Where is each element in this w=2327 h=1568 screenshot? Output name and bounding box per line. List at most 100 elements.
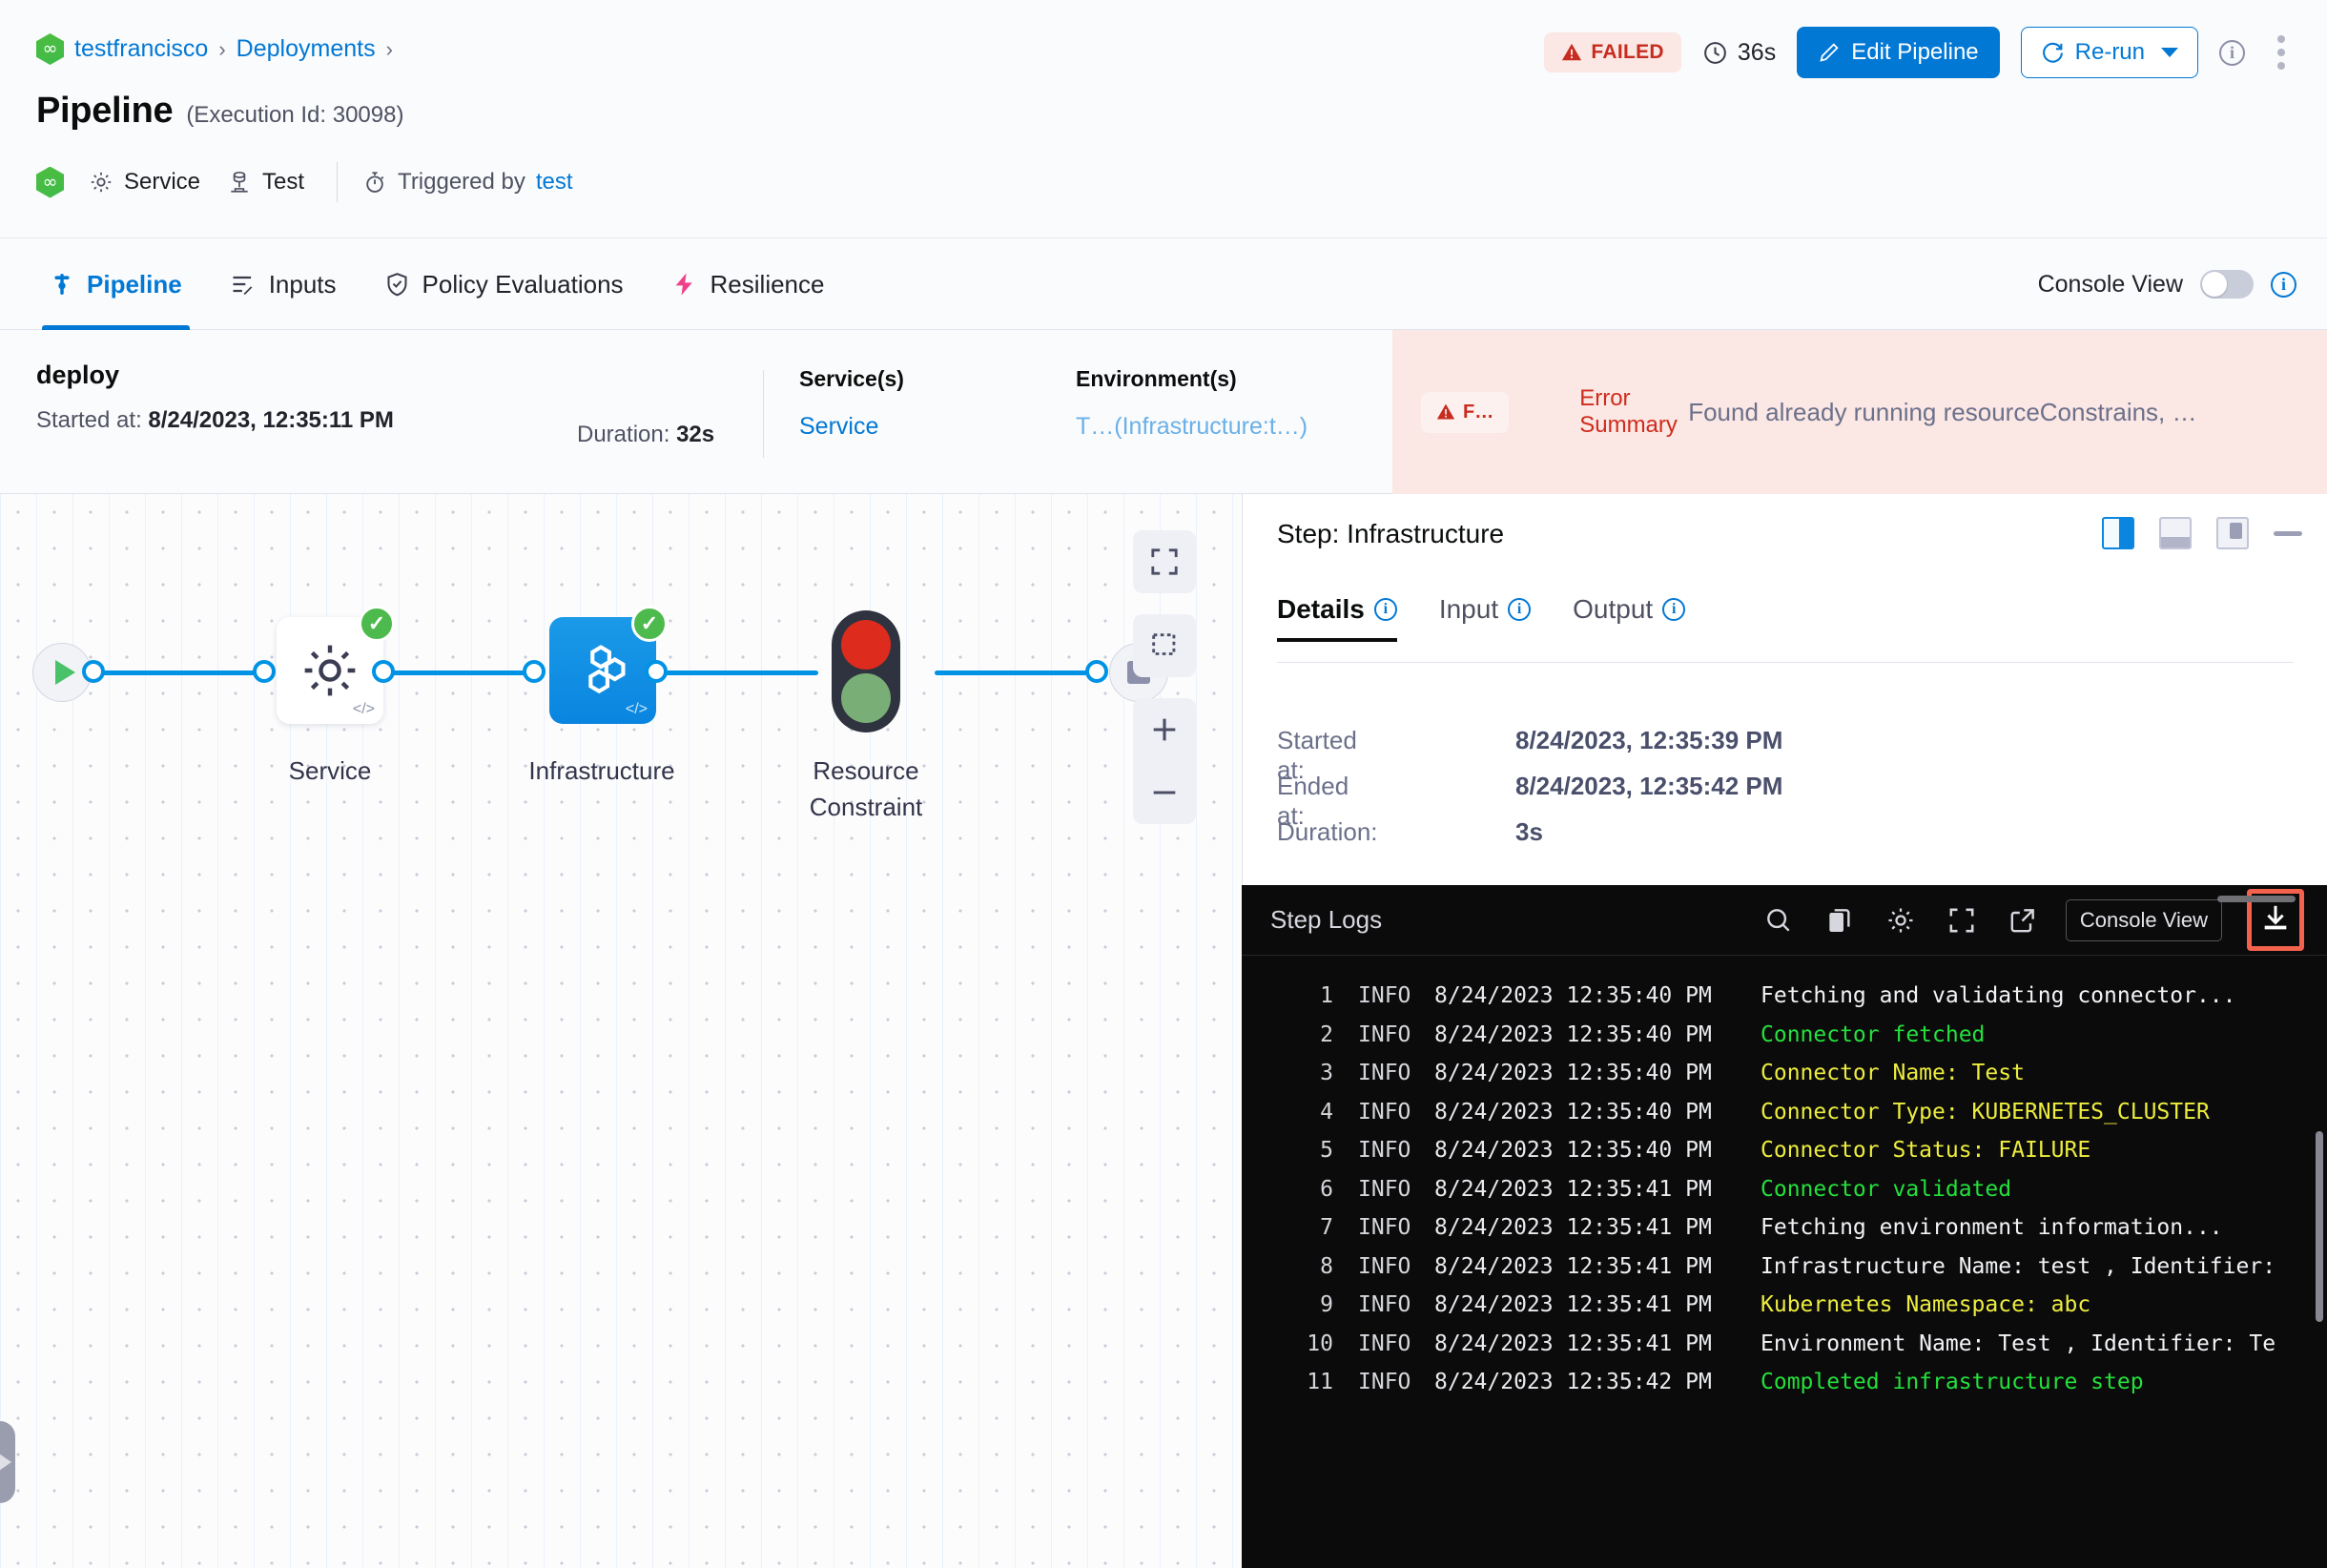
tab-policy-evaluations-label: Policy Evaluations xyxy=(422,269,624,299)
zoom-in-icon xyxy=(1153,718,1176,741)
log-line-message: Fetching environment information... xyxy=(1761,1215,2223,1240)
tab-pipeline[interactable]: Pipeline xyxy=(42,238,190,330)
input-info-icon[interactable]: i xyxy=(1508,598,1532,621)
panel-bottom-icon[interactable] xyxy=(2159,517,2192,549)
pipeline-canvas[interactable]: </> ✓ Service </> ✓ Infrastructure Resou… xyxy=(0,494,1242,1568)
stopwatch-icon xyxy=(366,172,384,193)
gear-icon xyxy=(304,645,356,696)
log-line: 9 INFO 8/24/2023 12:35:41 PM Kubernetes … xyxy=(1242,1286,2327,1325)
inputs-icon xyxy=(233,276,253,296)
console-view-info-icon[interactable]: i xyxy=(2271,271,2296,298)
stage-left: deploy Started at: 8/24/2023, 12:35:11 P… xyxy=(36,330,394,494)
log-line: 10 INFO 8/24/2023 12:35:41 PM Environmen… xyxy=(1242,1325,2327,1364)
meta-trigger: Triggered by test xyxy=(362,169,573,196)
log-line-timestamp: 8/24/2023 12:35:41 PM xyxy=(1434,1215,1712,1240)
more-options-icon[interactable] xyxy=(2266,28,2296,77)
error-summary-message: Found already running resourceConstrains… xyxy=(1688,397,2197,426)
log-line-level: INFO xyxy=(1358,1061,1411,1085)
breadcrumb-item-deployments[interactable]: Deployments xyxy=(236,35,376,62)
log-fullscreen-button[interactable] xyxy=(1944,902,1980,939)
execution-duration-value: 36s xyxy=(1737,38,1777,66)
chevron-right-icon: › xyxy=(218,36,226,61)
log-line-timestamp: 8/24/2023 12:35:41 PM xyxy=(1434,1176,1712,1202)
step-tab-input-label: Input xyxy=(1438,594,1499,624)
log-line: 11 INFO 8/24/2023 12:35:42 PM Completed … xyxy=(1242,1363,2327,1402)
zoom-in-button[interactable] xyxy=(1133,698,1196,761)
panel-right-icon[interactable] xyxy=(2102,517,2134,549)
traffic-light-red-icon xyxy=(841,620,891,670)
download-logs-button[interactable] xyxy=(2217,889,2304,951)
graph-node-infrastructure[interactable]: </> ✓ xyxy=(549,606,668,724)
log-line-timestamp: 8/24/2023 12:35:41 PM xyxy=(1434,1253,1712,1279)
log-line-level: INFO xyxy=(1358,983,1411,1008)
gear-icon xyxy=(1888,907,1913,933)
port-start-out xyxy=(82,660,105,683)
console-view-toggle-group: Console View i xyxy=(2038,238,2296,330)
breadcrumb-item-account[interactable]: testfrancisco xyxy=(74,35,209,62)
log-line-number: 10 xyxy=(1307,1331,1333,1356)
fit-screen-button[interactable] xyxy=(1133,530,1196,593)
environment-icon xyxy=(231,171,248,193)
panel-float-icon[interactable] xyxy=(2216,517,2249,549)
refresh-icon xyxy=(2042,42,2063,63)
environments-value[interactable]: T…(Infrastructure:t…) xyxy=(1076,413,1308,440)
collapse-left-panel-handle[interactable] xyxy=(0,1421,15,1503)
stage-environments-col: Environment(s) T…(Infrastructure:t…) xyxy=(1076,366,1308,441)
triggered-by-label: Triggered by xyxy=(398,169,525,195)
tab-inputs[interactable]: Inputs xyxy=(230,238,337,330)
step-logs-panel: Step Logs Console View xyxy=(1242,885,2327,1568)
log-lines-container[interactable]: 1 INFO 8/24/2023 12:35:40 PM Fetching an… xyxy=(1242,961,2327,1568)
log-open-external-button[interactable] xyxy=(2005,902,2041,939)
selection-box-button[interactable] xyxy=(1133,614,1196,677)
rerun-label: Re-run xyxy=(2074,39,2145,65)
log-scrollbar[interactable] xyxy=(2316,1131,2323,1322)
log-copy-button[interactable] xyxy=(1822,902,1858,939)
step-tab-output[interactable]: Output i xyxy=(1573,594,1686,642)
gear-icon xyxy=(91,172,112,193)
stage-name: deploy xyxy=(36,361,120,389)
log-line-level: INFO xyxy=(1358,1099,1411,1124)
graph-node-resource-constraint[interactable] xyxy=(832,610,900,732)
code-badge-icon: </> xyxy=(625,701,648,717)
tab-resilience-label: Resilience xyxy=(710,269,825,299)
zoom-out-button[interactable] xyxy=(1133,761,1196,824)
log-line-number: 6 xyxy=(1320,1176,1333,1202)
log-line-message: Connector validated xyxy=(1761,1176,2012,1202)
port-service-out xyxy=(372,660,395,683)
step-tab-input[interactable]: Input i xyxy=(1438,594,1532,642)
output-info-icon[interactable]: i xyxy=(1662,598,1686,621)
tab-resilience[interactable]: Resilience xyxy=(671,238,825,330)
log-line-message: Completed infrastructure step xyxy=(1761,1370,2144,1394)
step-tab-details[interactable]: Details i xyxy=(1277,594,1397,642)
triggered-by-user[interactable]: test xyxy=(535,169,573,195)
minimize-icon[interactable] xyxy=(2274,530,2302,536)
header-actions: FAILED 36s Edit Pipeline Re-run i xyxy=(1544,27,2296,78)
traffic-light-green-icon xyxy=(841,673,891,723)
details-info-icon[interactable]: i xyxy=(1373,598,1397,621)
services-value[interactable]: Service xyxy=(799,413,879,440)
log-line-message: Infrastructure Name: test , Identifier: xyxy=(1761,1253,2276,1279)
meta-environment-label: Test xyxy=(262,169,305,195)
log-console-view-button[interactable]: Console View xyxy=(2065,898,2222,941)
graph-node-service[interactable]: </> ✓ xyxy=(277,606,395,724)
log-search-button[interactable] xyxy=(1761,902,1797,939)
log-line-level: INFO xyxy=(1358,1215,1411,1240)
rerun-button[interactable]: Re-run xyxy=(2020,27,2198,78)
step-logs-toolbar: Console View xyxy=(1761,889,2304,951)
error-status-chip: F… xyxy=(1421,391,1510,433)
log-settings-button[interactable] xyxy=(1883,902,1919,939)
rerun-info-icon[interactable]: i xyxy=(2219,39,2245,66)
edit-pipeline-button[interactable]: Edit Pipeline xyxy=(1797,27,2000,78)
canvas-tools xyxy=(1133,530,1196,824)
step-logs-header: Step Logs Console View xyxy=(1242,885,2327,956)
graph-start-node[interactable] xyxy=(32,643,92,702)
edge-start-to-service xyxy=(92,671,263,675)
log-line-message: Kubernetes Namespace: abc xyxy=(1761,1292,2091,1317)
tab-policy-evaluations[interactable]: Policy Evaluations xyxy=(384,238,624,330)
stage-started-value: 8/24/2023, 12:35:11 PM xyxy=(148,407,394,433)
error-summary-label: Error Summary xyxy=(1579,385,1678,438)
log-line: 3 INFO 8/24/2023 12:35:40 PM Connector N… xyxy=(1242,1054,2327,1093)
console-view-switch[interactable] xyxy=(2200,270,2254,299)
log-line-number: 9 xyxy=(1320,1292,1333,1317)
warning-triangle-icon xyxy=(1436,403,1455,420)
